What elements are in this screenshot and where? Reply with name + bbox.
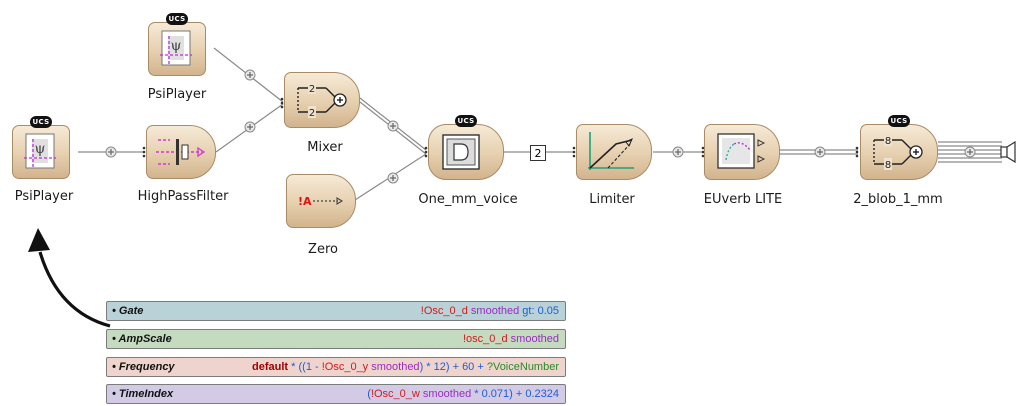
- param-row-gate[interactable]: • Gate !Osc_0_d smoothed gt: 0.05: [106, 301, 566, 321]
- psi-icon: ψ: [24, 133, 56, 169]
- filter-icon: [156, 139, 206, 165]
- limiter-node[interactable]: [576, 124, 652, 180]
- limiter-label: Limiter: [589, 192, 635, 207]
- mixer-number-top: 2: [309, 84, 315, 95]
- psi-glyph: ψ: [171, 38, 182, 54]
- reverb-icon: [717, 133, 766, 169]
- param-value-timeindex[interactable]: (!Osc_0_w smoothed * 0.071) + 0.2324: [367, 388, 559, 400]
- param-row-frequency[interactable]: • Frequency default * ((1 - !Osc_0_y smo…: [106, 357, 566, 377]
- zero-node[interactable]: !A: [286, 174, 356, 228]
- param-value-gate[interactable]: !Osc_0_d smoothed gt: 0.05: [420, 305, 559, 317]
- one-mm-voice-label: One_mm_voice: [418, 192, 518, 207]
- euverb-lite-node[interactable]: [704, 124, 780, 180]
- blob-node[interactable]: 8 8 UCS: [860, 115, 938, 180]
- param-value-ampscale[interactable]: !osc_0_d smoothed: [462, 333, 559, 345]
- param-name-timeindex: • TimeIndex: [112, 388, 174, 400]
- highpass-filter-node[interactable]: [146, 125, 216, 179]
- mixer-node[interactable]: 2 2: [284, 72, 360, 128]
- ucs-badge: UCS: [455, 115, 477, 127]
- blob-label: 2_blob_1_mm: [853, 192, 943, 207]
- param-row-timeindex[interactable]: • TimeIndex (!Osc_0_w smoothed * 0.071) …: [106, 384, 566, 404]
- psiplayer-left-label: PsiPlayer: [14, 189, 74, 204]
- ucs-badge: UCS: [888, 115, 910, 127]
- psiplayer-left-node[interactable]: ψ UCS: [12, 116, 70, 179]
- blob-number-bottom: 8: [885, 160, 891, 171]
- euverb-lite-label: EUverb LITE: [703, 192, 783, 207]
- mixer-icon: 2 2: [297, 82, 347, 119]
- param-value-frequency[interactable]: default * ((1 - !Osc_0_y smoothed) * 12)…: [252, 361, 559, 373]
- zero-label: Zero: [308, 242, 338, 257]
- ucs-badge: UCS: [166, 13, 188, 25]
- param-name-ampscale: • AmpScale: [112, 333, 172, 345]
- ucs-badge: UCS: [30, 116, 52, 128]
- connector-number-box[interactable]: 2: [530, 145, 546, 161]
- param-row-ampscale[interactable]: • AmpScale !osc_0_d smoothed: [106, 329, 566, 349]
- zero-glyph-text: !A: [298, 195, 312, 208]
- mixer-number-bottom: 2: [309, 108, 315, 119]
- speaker-icon[interactable]: [1000, 141, 1018, 163]
- mixer-label: Mixer: [307, 140, 343, 155]
- limiter-icon: [588, 132, 634, 170]
- curved-arrow-icon: [28, 228, 111, 328]
- psiplayer-top-label: PsiPlayer: [147, 87, 207, 102]
- psiplayer-top-node[interactable]: ψ UCS: [148, 13, 206, 76]
- psi-glyph: ψ: [35, 141, 46, 157]
- blob-number-top: 8: [885, 136, 891, 147]
- zero-icon: !A: [298, 195, 344, 208]
- param-name-gate: • Gate: [112, 305, 144, 317]
- psi-icon: ψ: [160, 30, 192, 66]
- param-name-frequency: • Frequency: [112, 361, 175, 373]
- one-mm-voice-node[interactable]: UCS: [428, 115, 504, 180]
- mixer-icon: 8 8: [873, 134, 923, 171]
- voice-icon: [442, 134, 480, 170]
- highpass-filter-label: HighPassFilter: [137, 189, 229, 204]
